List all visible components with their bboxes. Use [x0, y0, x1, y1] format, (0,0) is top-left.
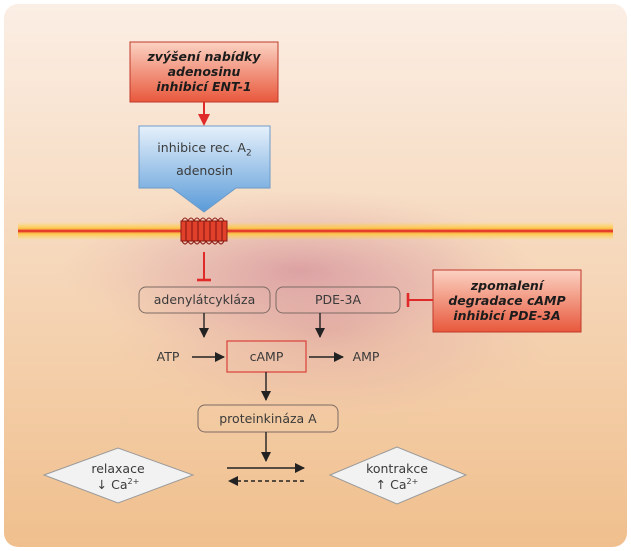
adenosine-supply-box — [129, 41, 279, 103]
camp-degradation-label: zpomalení degradace cAMP inhibicí PDE-3A — [433, 278, 581, 323]
relaxation-calcium: ↓ Ca2+ — [68, 477, 168, 492]
pka-box — [197, 404, 339, 433]
camp-degradation-box — [432, 269, 582, 333]
pka-label: proteinkináza A — [219, 411, 317, 426]
adenosine-label: adenosin — [176, 163, 233, 178]
camp-label: cAMP — [249, 349, 284, 364]
pde3a-box — [275, 286, 401, 314]
contraction-diamond — [328, 446, 468, 505]
contraction-label: kontrakce — [366, 461, 428, 476]
receptor-inhibition-text: inhibice rec. A — [157, 140, 246, 155]
contraction-calcium-charge: 2+ — [406, 477, 419, 486]
contraction-calcium-text: ↑ Ca — [375, 477, 407, 493]
adenosine-supply-label: zvýšení nabídky adenosinu inhibicí ENT-1 — [130, 49, 278, 94]
adenosine-supply-line-2: adenosinu — [167, 64, 241, 79]
relaxation-label: relaxace — [91, 461, 145, 476]
adenosine-supply-line-3: inhibicí ENT-1 — [156, 79, 252, 94]
adenylate-cyclase-label: adenylátcykláza — [153, 292, 256, 307]
receptor-inhibition-label: inhibice rec. A2 — [139, 140, 270, 159]
pde3a-label: PDE-3A — [314, 292, 362, 307]
relaxation-diamond — [42, 447, 195, 504]
adenosine-supply-line-1: zvýšení nabídky — [147, 49, 261, 64]
relaxation-calcium-text: ↓ Ca — [96, 477, 128, 493]
camp-degradation-line-1: zpomalení — [470, 278, 544, 293]
atp-label: ATP — [156, 349, 180, 364]
receptor-subtype: 2 — [245, 148, 252, 159]
camp-degradation-line-2: degradace cAMP — [448, 293, 566, 308]
receptor-inhibition-box — [138, 125, 271, 213]
contraction-calcium: ↑ Ca2+ — [347, 477, 447, 492]
amp-label: AMP — [352, 349, 380, 364]
receptor-icon — [180, 217, 228, 245]
relaxation-calcium-charge: 2+ — [127, 477, 140, 486]
camp-degradation-line-3: inhibicí PDE-3A — [453, 308, 561, 323]
